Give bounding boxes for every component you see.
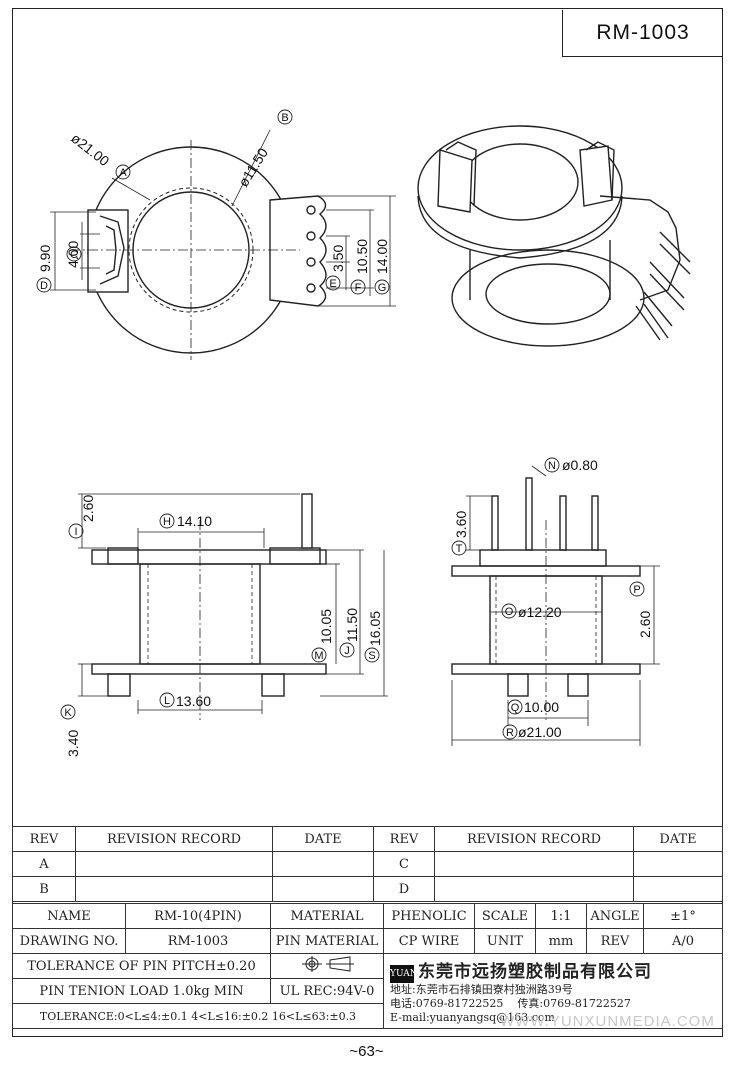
company-email: E-mail:yuanyangsq@163.com [390,1011,555,1024]
date-header: DATE [633,826,723,852]
label-f: F [355,282,362,294]
drawing-sheet [12,8,723,1037]
dim-e: 3.50 [330,245,346,272]
drawing-no-label: DRAWING NO. [12,928,126,954]
label-d: D [40,280,48,292]
projection-symbol-icon [270,953,384,979]
name-label: NAME [12,903,126,929]
company-phone: 电话:0769-81722525 [390,997,504,1010]
revision-table: REV REVISION RECORD DATE REV REVISION RE… [12,826,723,902]
table-row: B D [12,876,723,902]
label-c: C [70,249,78,261]
dim-g: 14.00 [374,239,390,274]
page-number: ~63~ [349,1043,384,1060]
dim-c: 4.00 [65,241,81,268]
scale-value: 1:1 [535,903,587,929]
label-s: S [368,650,375,662]
side-view [451,465,660,746]
pin-load: PIN TENION LOAD 1.0kg MIN [12,978,271,1004]
rev-header: REV [12,826,76,852]
rev-header: REV [373,826,435,852]
dim-h: 14.10 [177,513,212,529]
label-r: R [506,727,514,739]
label-t: T [456,543,463,555]
drawing-no-value: RM-1003 [125,928,271,954]
label-l: L [164,695,170,707]
unit-label: UNIT [474,928,536,954]
label-g: G [378,282,387,294]
label-h: H [163,516,171,528]
material-value: PHENOLIC [383,903,475,929]
front-view [78,493,388,720]
label-n: N [548,460,556,472]
label-e: E [329,278,336,290]
revision-record-header: REVISION RECORD [75,826,273,852]
dim-o: ø12.20 [518,604,562,620]
dim-a: ø21.00 [68,130,112,170]
label-j: J [344,645,350,657]
date-header: DATE [272,826,374,852]
name-value: RM-10(4PIN) [125,903,271,929]
angle-value: ±1° [643,903,723,929]
label-o: O [505,606,514,618]
company-logo-icon: YUANYANG [390,965,444,983]
dim-l: 13.60 [176,693,211,709]
material-label: MATERIAL [270,903,384,929]
unit-value: mm [535,928,587,954]
watermark: WWW.YUNXUNMEDIA.COM [500,1013,715,1030]
rev-label: REV [586,928,644,954]
label-k: K [64,707,72,719]
dim-j: 11.50 [344,608,360,642]
company-block: YUANYANG东莞市远扬塑胶制品有限公司 地址:东莞市石排镇田寮村独洲路39号… [383,953,723,1029]
technical-drawing: A B C D E F G H I J K L M N O P Q R S T … [36,109,691,757]
company-name: 东莞市远扬塑胶制品有限公司 [418,962,652,982]
pin-material-value: CP WIRE [383,928,475,954]
rev-value: A/0 [643,928,723,954]
dim-k: 3.40 [65,730,81,757]
dim-f: 10.50 [354,239,370,274]
dim-p: 2.60 [637,611,653,638]
dim-r: ø21.00 [518,724,562,740]
dim-m: 10.05 [318,609,334,644]
angle-label: ANGLE [586,903,644,929]
dim-n: ø0.80 [562,457,598,473]
scale-label: SCALE [474,903,536,929]
label-p: P [633,584,640,596]
tolerance-pitch: TOLERANCE OF PIN PITCH±0.20 [12,953,271,979]
part-code: RM-1003 [562,10,723,57]
top-view [50,129,396,360]
isometric-view [417,125,691,347]
ul-rec: UL REC:94V-0 [270,978,384,1004]
dim-d: 9.90 [37,245,53,272]
dim-q: 10.00 [524,699,559,715]
label-q: Q [511,702,520,714]
revision-record-header: REVISION RECORD [434,826,634,852]
label-b: B [281,112,288,124]
label-a: A [119,167,127,179]
table-row: A C [12,851,723,877]
dim-s: 16.05 [367,611,383,646]
label-m: M [314,650,323,662]
dim-i: 2.60 [80,495,96,522]
dim-t: 3.60 [453,511,469,538]
company-address: 地址:东莞市石排镇田寮村独洲路39号 [390,983,573,996]
label-i: I [74,526,77,538]
tolerance-range: TOLERANCE:0<L≤4:±0.1 4<L≤16:±0.2 16<L≤63… [12,1003,384,1029]
company-fax: 传真:0769-81722527 [517,997,631,1010]
title-block: NAME RM-10(4PIN) MATERIAL PHENOLIC SCALE… [12,903,723,1029]
pin-material-label: PIN MATERIAL [270,928,384,954]
dim-b: ø11.50 [235,145,271,190]
